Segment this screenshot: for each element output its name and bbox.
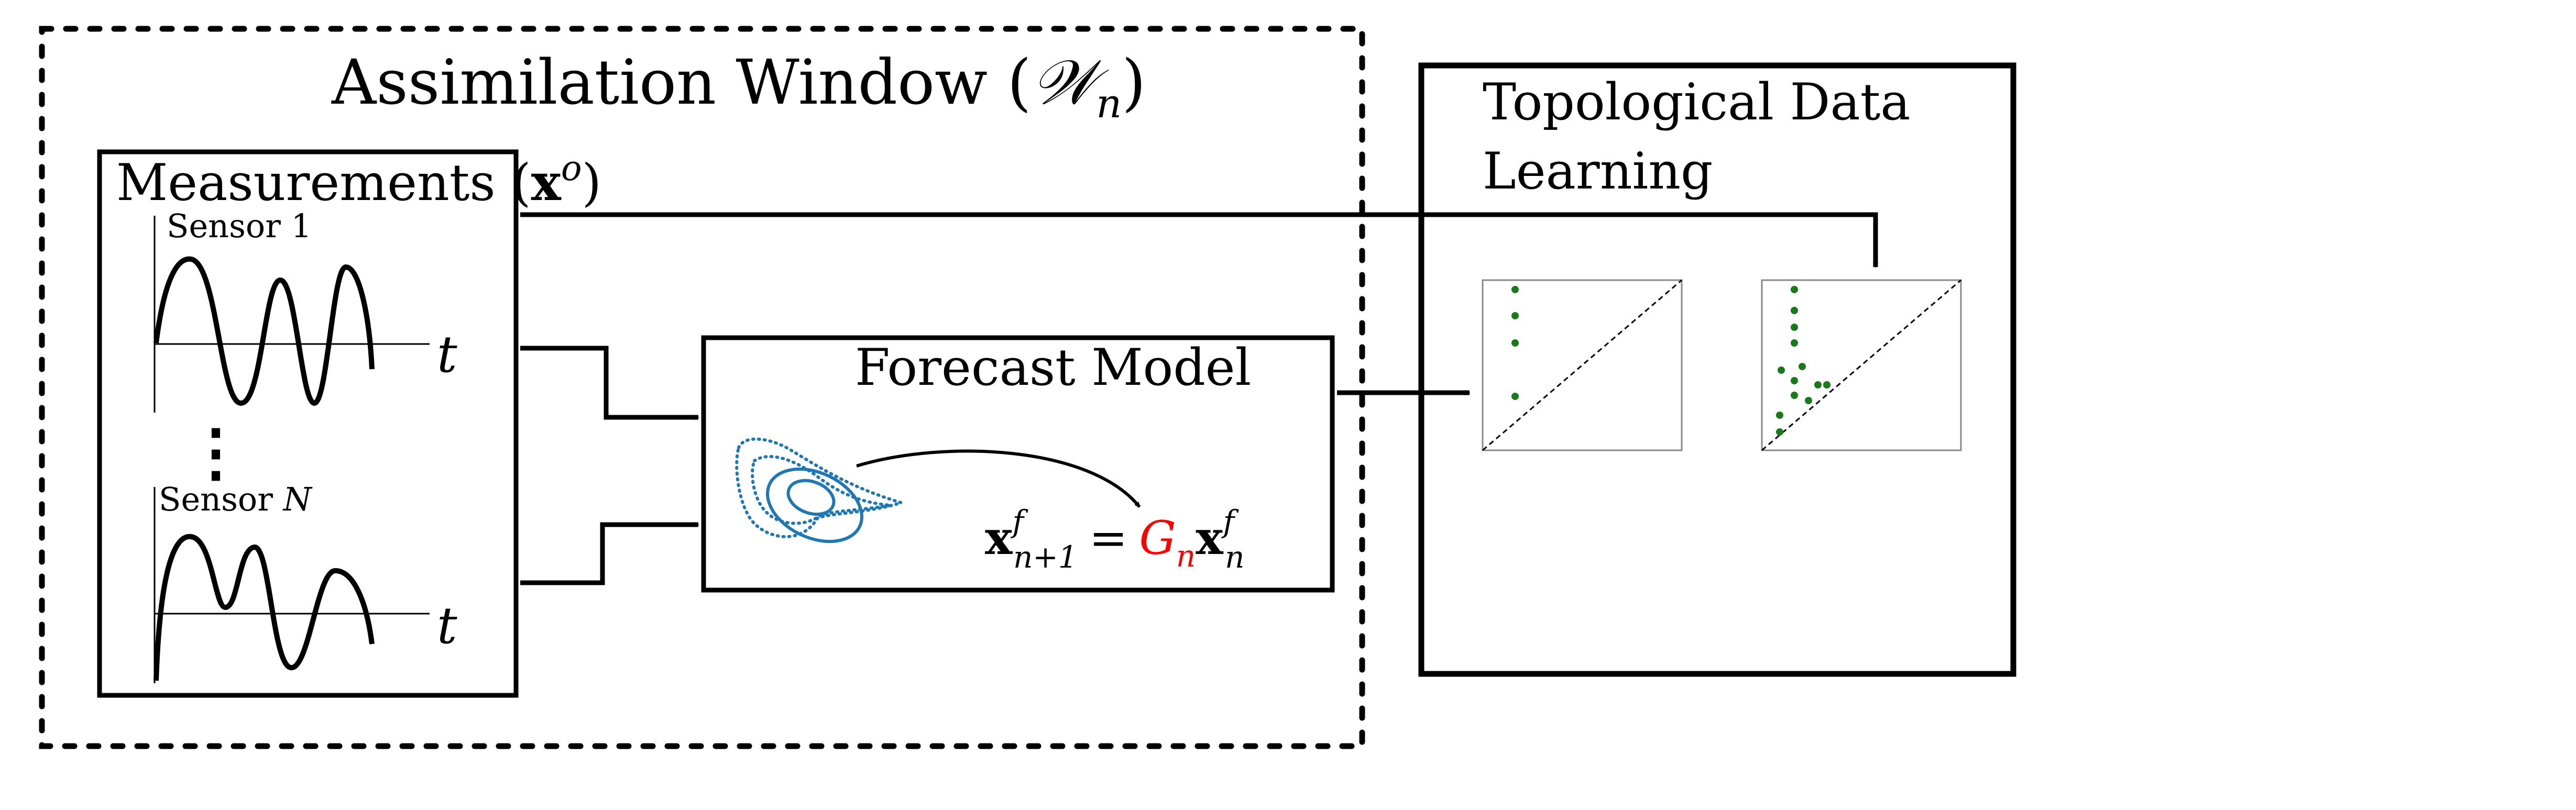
sensor-ellipsis: ⋮ bbox=[184, 415, 247, 489]
measurements-title: Measurements (xo) bbox=[116, 148, 601, 212]
sensor-1-axis-t: t bbox=[437, 325, 457, 384]
pd2-point bbox=[1778, 367, 1785, 374]
assimilation-window-frame bbox=[39, 26, 1365, 749]
pd2-point bbox=[1791, 392, 1798, 399]
lorenz-attractor-core bbox=[766, 467, 863, 543]
lorenz-attractor-icon bbox=[735, 437, 906, 538]
pd2-point bbox=[1776, 428, 1783, 436]
persistence-diagram-2-points bbox=[1776, 286, 1830, 436]
sensor-n-axis-t: t bbox=[437, 596, 457, 655]
pd1-point bbox=[1511, 312, 1519, 319]
pd2-point bbox=[1814, 381, 1822, 389]
topological-box bbox=[1418, 62, 2016, 677]
sensor-1-to-forecast-arrow bbox=[520, 346, 698, 417]
persistence-diagram-2-diagonal bbox=[1761, 279, 1961, 451]
pd2-point bbox=[1776, 412, 1783, 419]
pd1-point bbox=[1511, 286, 1519, 293]
forecast-model-title: Forecast Model bbox=[855, 338, 1251, 397]
sensor-n-signal bbox=[154, 534, 375, 681]
pd2-point bbox=[1791, 377, 1798, 384]
pd2-point bbox=[1805, 397, 1812, 404]
sensor-n-to-forecast-arrow bbox=[520, 525, 698, 585]
pd2-point bbox=[1791, 339, 1798, 347]
pd2-point bbox=[1799, 363, 1806, 370]
persistence-diagram-1-frame bbox=[1482, 279, 1683, 451]
pd2-point bbox=[1823, 381, 1830, 389]
sensor-1-label: Sensor 1 bbox=[167, 207, 312, 245]
measurements-box bbox=[97, 149, 519, 698]
persistence-diagram-1-points bbox=[1511, 286, 1519, 400]
persistence-diagram-1-diagonal bbox=[1482, 279, 1682, 451]
pd2-point bbox=[1791, 286, 1798, 293]
pd2-point bbox=[1791, 324, 1798, 331]
topological-title-line2: Learning bbox=[1483, 142, 1713, 201]
pd2-point bbox=[1791, 307, 1798, 314]
pd1-point bbox=[1511, 393, 1519, 400]
topological-title-line1: Topological Data bbox=[1483, 73, 1911, 131]
assimilation-window-title: Assimilation Window (𝒲n) bbox=[331, 46, 1146, 127]
curved-arrow-icon bbox=[856, 449, 1141, 508]
measurements-to-topological-arrow bbox=[520, 212, 1876, 267]
persistence-diagram-2-frame bbox=[1761, 279, 1962, 451]
sensor-1-signal bbox=[154, 256, 375, 406]
forecast-model-box bbox=[701, 335, 1335, 593]
sensor-n-label: Sensor N bbox=[159, 480, 313, 518]
pd1-point bbox=[1511, 339, 1519, 347]
